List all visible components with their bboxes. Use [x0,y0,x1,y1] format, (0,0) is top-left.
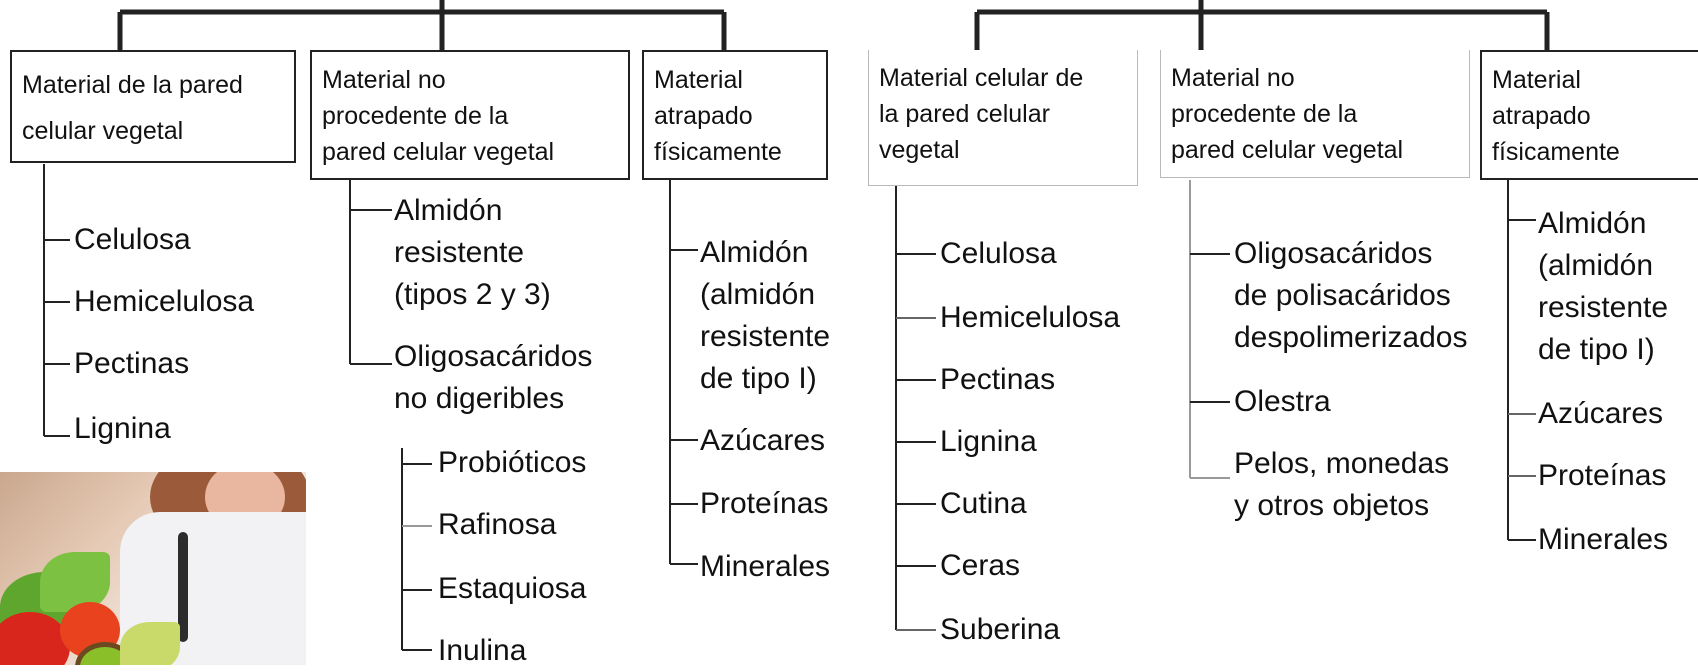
category-box-label: Material no [322,66,446,94]
list-item: Suberina [940,613,1061,646]
category-box-label: Material celular de [879,64,1084,92]
category-box-label: pared celular vegetal [1171,136,1404,164]
list-item: Lignina [940,425,1037,458]
list-item: Cutina [940,487,1027,520]
list-item: de polisacáridos [1234,279,1451,312]
list-item: y otros objetos [1234,489,1430,522]
category-box-label: Material [654,66,743,94]
list-item: Azúcares [1538,397,1664,430]
category-box-label: pared celular vegetal [322,138,555,166]
list-item: resistente [1538,291,1669,324]
list-item: Proteínas [1538,459,1667,492]
doctor-with-vegetables-photo [0,472,306,665]
list-item: Hemicelulosa [74,285,255,318]
list-item: Olestra [1234,385,1331,418]
category-box-label: celular vegetal [22,117,184,145]
category-box-plant-cell-wall: Material de la pared celular vegetal [10,50,296,163]
list-item: no digeribles [394,382,565,415]
list-item: de tipo I) [1538,333,1655,366]
list-item: Proteínas [700,487,829,520]
list-item: Pelos, monedas [1234,447,1450,480]
list-item: (almidón [1538,249,1654,282]
category-box-label: vegetal [879,136,960,164]
list-item: Hemicelulosa [940,301,1121,334]
list-item: Probióticos [438,446,587,479]
list-item: resistente [394,236,525,269]
list-item: Pectinas [74,347,190,380]
list-item: Lignina [74,412,171,445]
category-box-label: físicamente [654,138,782,166]
category-box-label: físicamente [1492,138,1620,166]
list-item: Celulosa [74,223,191,256]
category-box-label: atrapado [654,102,753,130]
category-box-label: procedente de la [1171,100,1358,128]
list-item: Almidón [1538,207,1647,240]
list-item: Almidón [700,236,809,269]
list-item: de tipo I) [700,362,817,395]
list-item: Azúcares [700,424,826,457]
list-item: Minerales [1538,523,1669,556]
list-item: Oligosacáridos [1234,237,1433,270]
list-item: Celulosa [940,237,1057,270]
list-item: Almidón [394,194,503,227]
category-box-non-cell-wall: Material no procedente de la pared celul… [310,50,630,180]
category-box-label: atrapado [1492,102,1591,130]
category-box-label: Material de la pared [22,71,243,99]
list-item: despolimerizados [1234,321,1468,354]
category-box-label: procedente de la [322,102,509,130]
list-item: Ceras [940,549,1021,582]
list-item: (tipos 2 y 3) [394,278,551,311]
category-box-label: Material no [1171,64,1295,92]
list-item: (almidón [700,278,816,311]
category-box-trapped-material-2: Material atrapado físicamente [1480,50,1698,180]
list-item: Oligosacáridos [394,340,593,373]
list-item: Inulina [438,634,527,667]
category-box-label: la pared celular [879,100,1050,128]
list-item: Pectinas [940,363,1056,396]
list-item: Minerales [700,550,831,583]
list-item: resistente [700,320,831,353]
category-box-plant-cell-wall-material: Material celular de la pared celular veg… [868,50,1138,186]
category-box-label: Material [1492,66,1581,94]
category-box-trapped-material: Material atrapado físicamente [642,50,828,180]
list-item: Estaquiosa [438,572,587,605]
list-item: Rafinosa [438,508,557,541]
category-box-non-cell-wall-material: Material no procedente de la pared celul… [1160,50,1470,178]
